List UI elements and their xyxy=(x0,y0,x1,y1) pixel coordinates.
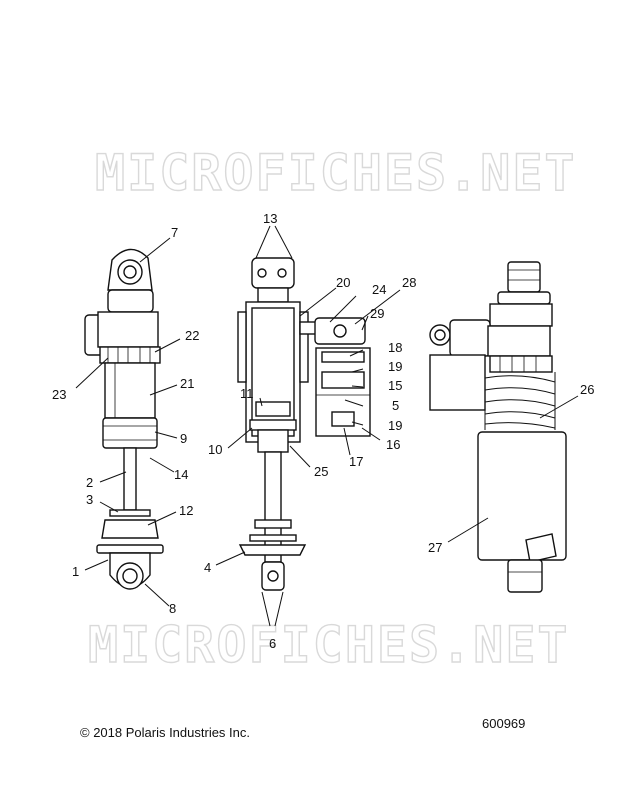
callout-14: 14 xyxy=(174,467,188,482)
diagram-number: 600969 xyxy=(482,716,526,731)
callout-5: 5 xyxy=(392,398,399,413)
callout-13: 13 xyxy=(263,211,277,226)
callout-15: 15 xyxy=(388,378,402,393)
left-shock-assembly xyxy=(84,248,164,590)
coil-spring xyxy=(484,372,556,430)
callout-22: 22 xyxy=(185,328,199,343)
callout-21: 21 xyxy=(180,376,194,391)
callout-27: 27 xyxy=(428,540,442,555)
callout-24: 24 xyxy=(372,282,386,297)
callout-26: 26 xyxy=(580,382,594,397)
callout-19-lower: 19 xyxy=(388,418,402,433)
watermark-bottom: MICROFICHES.NET xyxy=(88,616,570,674)
callout-9: 9 xyxy=(180,431,187,446)
callout-12: 12 xyxy=(179,503,193,518)
callout-16: 16 xyxy=(386,437,400,452)
center-cutaway-assembly xyxy=(237,257,371,591)
watermark-top: MICROFICHES.NET xyxy=(95,144,577,202)
callout-6: 6 xyxy=(269,636,276,651)
callout-23: 23 xyxy=(52,387,66,402)
callout-17: 17 xyxy=(349,454,363,469)
callout-1: 1 xyxy=(72,564,79,579)
leader-lines xyxy=(75,225,579,627)
callout-25: 25 xyxy=(314,464,328,479)
right-shock-assembly xyxy=(429,261,567,593)
callout-2: 2 xyxy=(86,475,93,490)
callout-3: 3 xyxy=(86,492,93,507)
callout-19-upper: 19 xyxy=(388,359,402,374)
copyright-text: © 2018 Polaris Industries Inc. xyxy=(80,725,250,740)
callout-20: 20 xyxy=(336,275,350,290)
callout-28: 28 xyxy=(402,275,416,290)
callout-29: 29 xyxy=(370,306,384,321)
callout-7: 7 xyxy=(171,225,178,240)
callout-4: 4 xyxy=(204,560,211,575)
callout-11: 11 xyxy=(240,386,254,401)
callout-18: 18 xyxy=(388,340,402,355)
callout-10: 10 xyxy=(208,442,222,457)
callout-8: 8 xyxy=(169,601,176,616)
callout-numbers: 7 22 23 21 9 14 2 3 12 1 8 13 20 24 28 2… xyxy=(52,211,594,651)
